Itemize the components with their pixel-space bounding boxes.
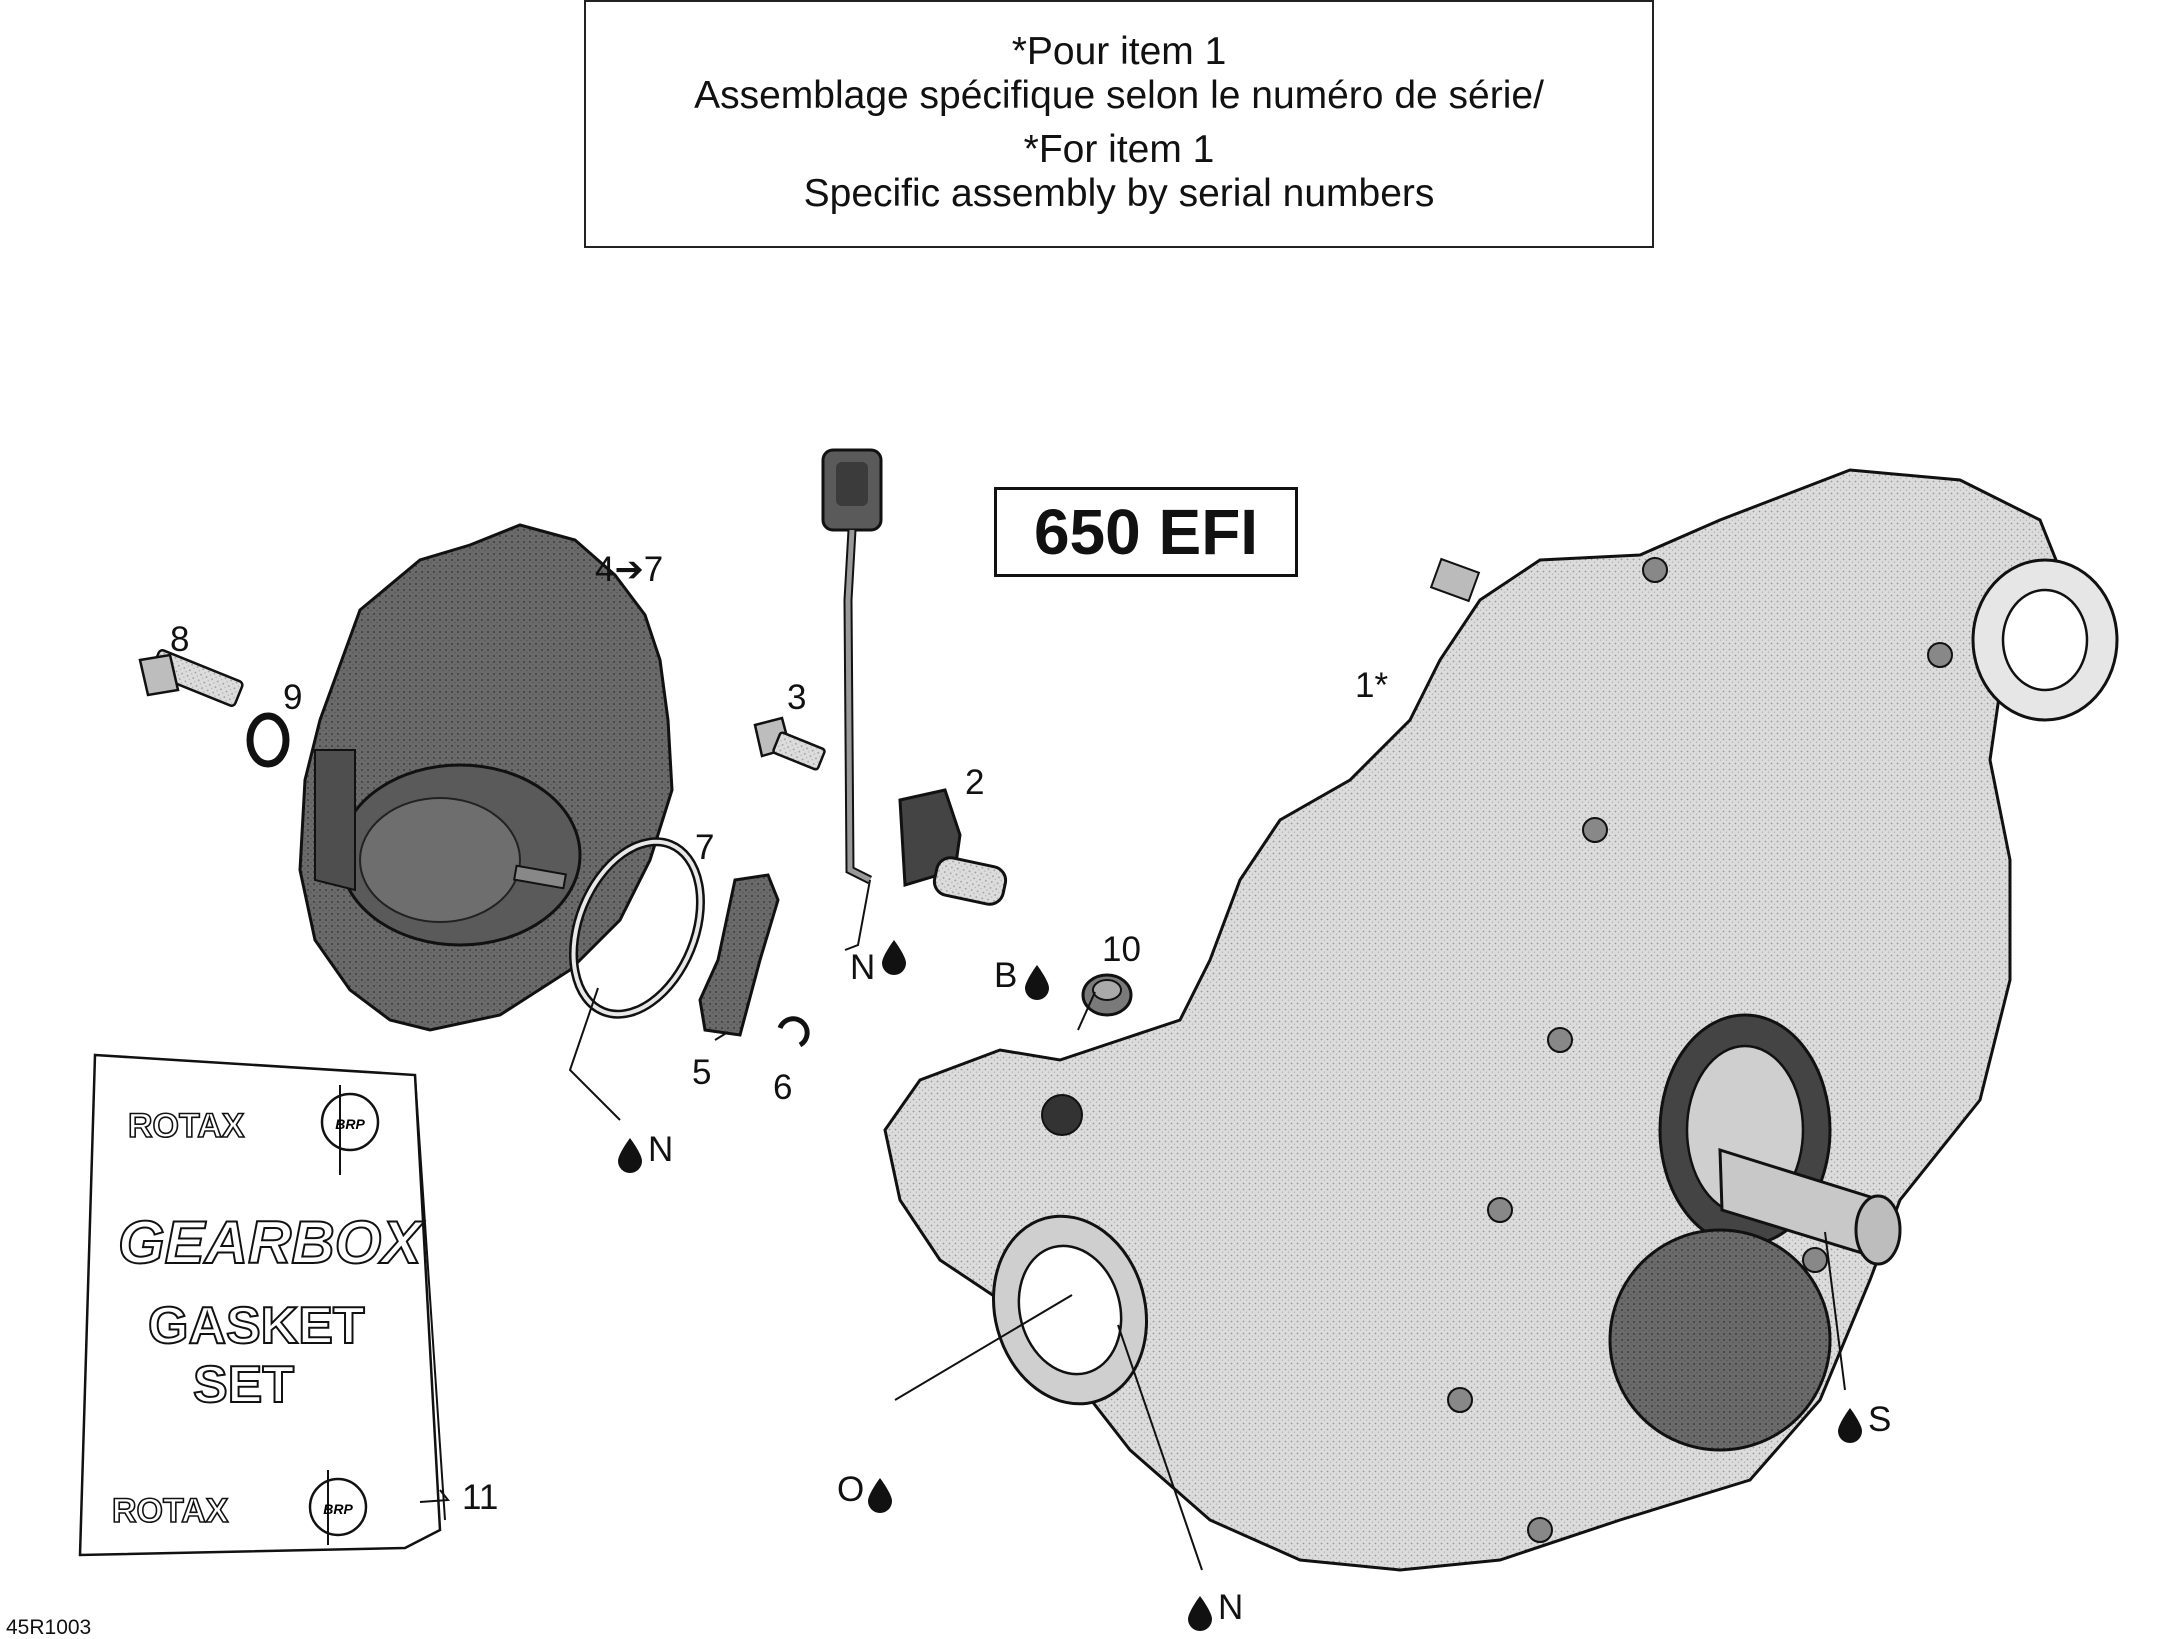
note-line-fr-title: *Pour item 1 xyxy=(1011,30,1227,73)
kit-title-gearbox: GEARBOX xyxy=(118,1209,425,1276)
gearbox-housing-part-1 xyxy=(883,468,2119,1572)
leader-lines xyxy=(568,879,1846,1571)
note-line-en-text: Specific assembly by serial numbers xyxy=(803,172,1435,215)
oil-drop-icon xyxy=(868,1478,892,1513)
callout-1: 1* xyxy=(1355,666,1389,705)
callout-5: 5 xyxy=(692,1053,712,1092)
callout-4-to-7: 4➔7 xyxy=(595,550,664,589)
callout-11: 11 xyxy=(462,1478,499,1517)
note-line-fr-text: Assemblage spécifique selon le numéro de… xyxy=(694,74,1544,117)
washer-part-9 xyxy=(246,712,290,768)
callout-9: 9 xyxy=(283,678,303,717)
bolt-part-3 xyxy=(753,716,826,771)
callout-8: 8 xyxy=(170,620,190,659)
lube-label-oring: N xyxy=(648,1130,674,1169)
callout-7: 7 xyxy=(695,828,715,867)
shift-bracket-part-5 xyxy=(698,873,780,1037)
brp-emblem-top-text: BRP xyxy=(335,1116,365,1132)
note-line-en-title: *For item 1 xyxy=(1023,128,1215,171)
gear-cover-part xyxy=(298,523,674,1032)
callout-10: 10 xyxy=(1102,930,1141,969)
kit-title-gasket: GASKET xyxy=(148,1297,365,1355)
drain-plug-part-10 xyxy=(1081,973,1133,1017)
gasket-kit-part-11: BRP BRP ROTAX GEARBOX GASKET SET ROTAX xyxy=(78,1053,450,1557)
serial-note-box: *Pour item 1 Assemblage spécifique selon… xyxy=(584,0,1654,248)
lube-label-shaft: S xyxy=(1868,1400,1892,1439)
brp-emblem-bottom-text: BRP xyxy=(323,1501,353,1517)
bolt-part-8 xyxy=(138,649,244,707)
callout-2: 2 xyxy=(965,763,985,802)
callout-6: 6 xyxy=(773,1068,793,1107)
oil-drop-icon xyxy=(882,940,906,975)
kit-brand-top: ROTAX xyxy=(128,1107,245,1145)
retaining-clip-part-6 xyxy=(777,1016,810,1048)
speed-sensor-part-2 xyxy=(821,448,1008,906)
lube-label-bearing: O xyxy=(837,1470,865,1509)
lube-label-plug: B xyxy=(994,956,1018,995)
lube-label-bottom: N xyxy=(1218,1588,1244,1627)
lubricant-drop-icons xyxy=(618,940,1862,1631)
lube-label-sensor: N xyxy=(850,948,876,987)
brp-emblem-bottom xyxy=(308,1477,368,1537)
kit-brand-bottom: ROTAX xyxy=(112,1492,229,1530)
oil-drop-icon xyxy=(1188,1596,1212,1631)
figure-id: 45R1003 xyxy=(6,1616,92,1639)
oil-drop-icon xyxy=(1025,965,1049,1000)
oil-drop-icon xyxy=(618,1138,642,1173)
brp-emblem-top xyxy=(320,1092,380,1152)
callout-3: 3 xyxy=(787,678,807,717)
kit-title-set: SET xyxy=(193,1356,294,1414)
model-label: 650 EFI xyxy=(994,487,1298,577)
oil-drop-icon xyxy=(1838,1408,1862,1443)
